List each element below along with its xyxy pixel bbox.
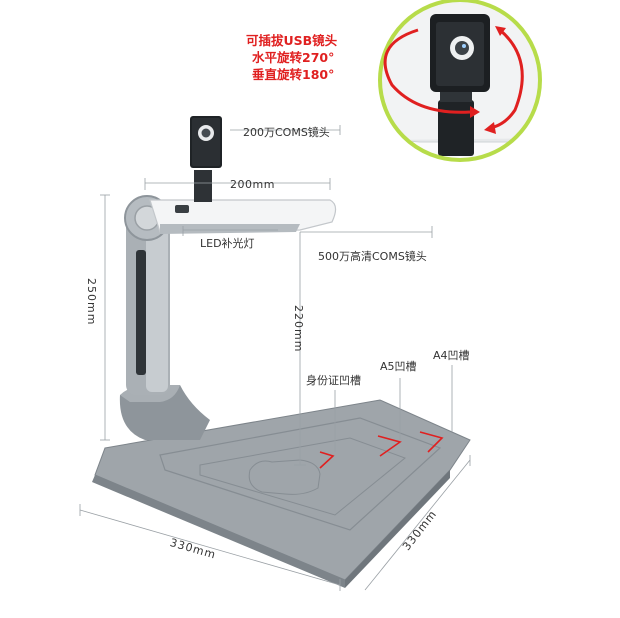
callout-line-3: 垂直旋转180° [252,67,335,82]
arm-button [175,205,189,213]
a4-recess [159,417,442,531]
a5-slot-marker [377,435,402,457]
label-camera-2mp: 200万COMS镜头 [243,126,330,139]
zoom-circle-border [378,0,542,162]
callout-line-2: 水平旋转270° [252,50,335,65]
label-a5-slot: A5凹槽 [380,360,417,373]
base-plate-side [345,470,450,588]
rotate-horizontal-arrow [383,28,471,114]
label-a4-slot: A4凹槽 [433,349,470,362]
label-height-220: 220mm [292,305,305,353]
camera-mount [194,170,212,202]
pillar-light-strip [136,250,146,375]
callout-line-1: 可插拔USB镜头 [246,33,338,48]
rotate-vertical-arrow [489,28,524,130]
dimension-lines [79,125,471,591]
label-height-250: 250mm [85,278,98,326]
label-arm-width: 200mm [230,178,275,191]
label-camera-5mp: 500万高清COMS镜头 [318,250,427,263]
base-plate-edge [92,475,345,588]
label-led-light: LED补光灯 [200,237,255,250]
a5-recess [199,437,406,516]
id-recess [248,459,321,495]
label-id-slot: 身份证凹槽 [306,374,361,387]
id-slot-marker [319,451,335,469]
a4-slot-marker [419,431,444,453]
